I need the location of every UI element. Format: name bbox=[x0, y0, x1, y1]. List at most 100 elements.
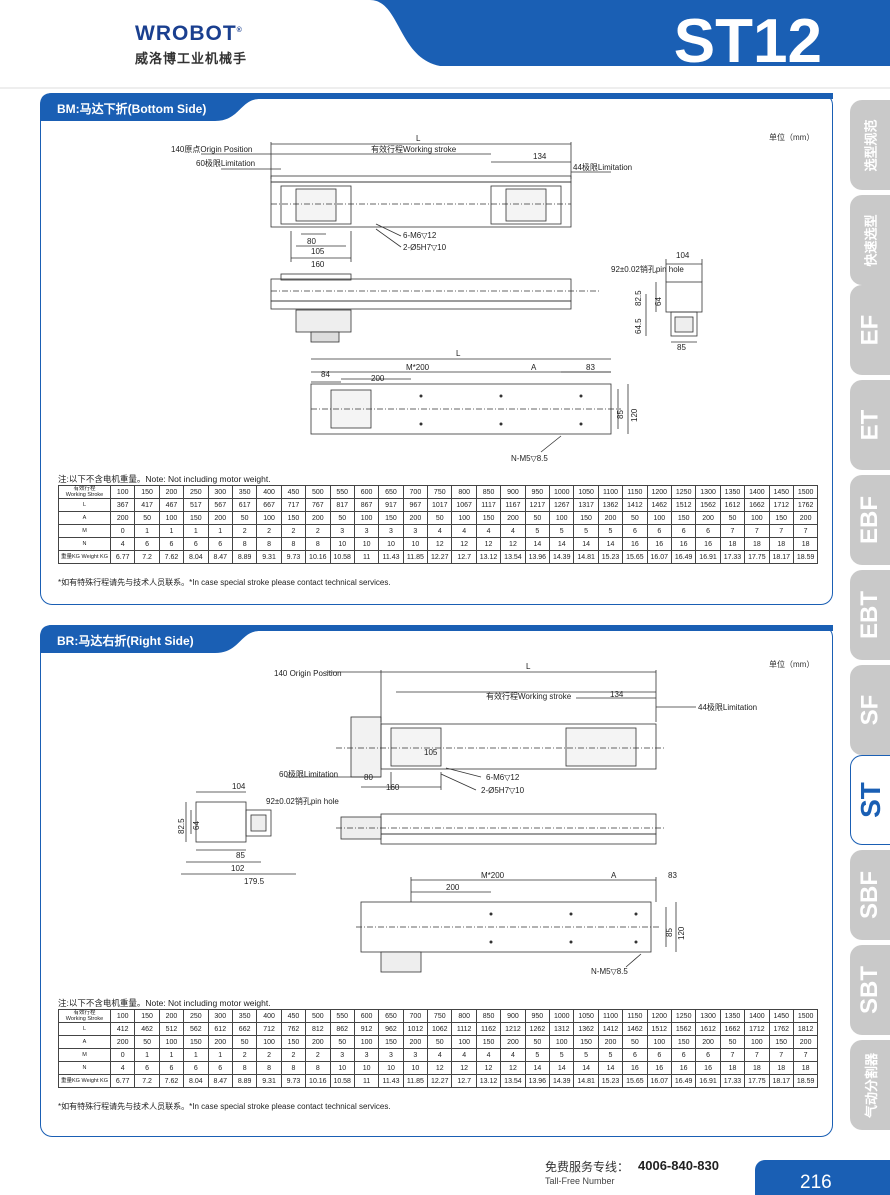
tab-ebt[interactable]: EBT bbox=[850, 570, 890, 660]
tab-quick-selection[interactable]: 快速选型 bbox=[850, 195, 890, 285]
table-cell: 950 bbox=[524, 1009, 551, 1023]
table-cell: 367 bbox=[109, 498, 136, 512]
panel-title: BR:马达右折(Right Side) bbox=[57, 634, 194, 648]
table-cell: 100 bbox=[646, 1035, 672, 1049]
brand-mark: W bbox=[135, 22, 156, 45]
table-cell: 1 bbox=[134, 524, 160, 538]
table-row-label: N bbox=[58, 1061, 111, 1075]
table-cell: 18.59 bbox=[792, 550, 819, 564]
table-cell: 8.47 bbox=[207, 550, 233, 564]
panel-title: BM:马达下折(Bottom Side) bbox=[57, 102, 207, 116]
table-cell: 1400 bbox=[744, 1009, 770, 1023]
table-cell: 1262 bbox=[524, 1022, 551, 1036]
dim-64: 64 bbox=[654, 297, 663, 306]
table-cell: 650 bbox=[378, 1009, 404, 1023]
tab-sf[interactable]: SF bbox=[850, 665, 890, 755]
table-cell: 1712 bbox=[744, 1022, 770, 1036]
tab-label: 气动分割器 bbox=[863, 1052, 879, 1118]
table-cell: 2 bbox=[256, 1048, 282, 1062]
table-cell: 18.17 bbox=[768, 1074, 794, 1088]
dim-83: 83 bbox=[668, 871, 677, 880]
table-cell: 6 bbox=[622, 524, 648, 538]
tab-st[interactable]: ST bbox=[850, 755, 890, 845]
table-cell: 50 bbox=[524, 1035, 551, 1049]
table-cell: 18 bbox=[768, 537, 794, 551]
dim-179-5: 179.5 bbox=[244, 877, 265, 886]
tab-ebf[interactable]: EBF bbox=[850, 475, 890, 565]
table-cell: 16 bbox=[695, 537, 721, 551]
dim-m6: 6-M6▽12 bbox=[403, 231, 437, 240]
dim-pin: 2-Ø5H7▽10 bbox=[481, 786, 525, 795]
table-cell: 4 bbox=[500, 1048, 526, 1062]
table-cell: 1217 bbox=[524, 498, 551, 512]
table-cell: 7 bbox=[719, 524, 746, 538]
table-cell: 150 bbox=[378, 511, 404, 525]
table-cell: 1512 bbox=[670, 498, 697, 512]
table-cell: 1050 bbox=[573, 485, 599, 499]
table-cell: 10 bbox=[378, 1061, 404, 1075]
table-cell: 14 bbox=[549, 537, 575, 551]
table-cell: 7.62 bbox=[158, 550, 185, 564]
table-cell: 6 bbox=[158, 1061, 185, 1075]
table-cell: 8 bbox=[280, 1061, 307, 1075]
table-cell: 6 bbox=[183, 1061, 209, 1075]
table-cell: 4 bbox=[451, 1048, 477, 1062]
table-cell: 1762 bbox=[792, 498, 819, 512]
table-cell: 12 bbox=[475, 537, 502, 551]
table-cell: 16 bbox=[646, 1061, 672, 1075]
dim-82-5: 82.5 bbox=[634, 290, 643, 306]
unit-label: 单位（mm） bbox=[769, 660, 815, 669]
table-cell: 962 bbox=[378, 1022, 404, 1036]
table-cell: 13.54 bbox=[500, 1074, 526, 1088]
table-cell: 200 bbox=[597, 1035, 624, 1049]
table-cell: 7 bbox=[792, 524, 819, 538]
table-cell: 50 bbox=[134, 1035, 160, 1049]
table-cell: 700 bbox=[402, 1009, 429, 1023]
table-cell: 400 bbox=[256, 485, 282, 499]
table-cell: 1100 bbox=[597, 485, 624, 499]
table-cell: 50 bbox=[622, 1035, 648, 1049]
table-cell: 10.16 bbox=[305, 1074, 331, 1088]
page-number: 216 bbox=[800, 1172, 832, 1193]
table-cell: 12.27 bbox=[427, 550, 453, 564]
table-cell: 13.96 bbox=[524, 1074, 551, 1088]
tab-pneumatic-indexer[interactable]: 气动分割器 bbox=[850, 1040, 890, 1130]
table-cell: 600 bbox=[353, 1009, 380, 1023]
tab-sbf[interactable]: SBF bbox=[850, 850, 890, 940]
table-cell: 1450 bbox=[768, 485, 794, 499]
table-cell: 17.75 bbox=[744, 1074, 770, 1088]
table-cell: 12 bbox=[500, 537, 526, 551]
tab-et[interactable]: ET bbox=[850, 380, 890, 470]
tab-sbt[interactable]: SBT bbox=[850, 945, 890, 1035]
dim-limit44: 44极限Limitation bbox=[573, 162, 632, 172]
tab-ef[interactable]: EF bbox=[850, 285, 890, 375]
table-cell: 200 bbox=[109, 511, 136, 525]
table-cell: 14 bbox=[549, 1061, 575, 1075]
table-cell: 467 bbox=[158, 498, 185, 512]
table-cell: 912 bbox=[353, 1022, 380, 1036]
table-cell: 3 bbox=[353, 524, 380, 538]
table-cell: 500 bbox=[305, 1009, 331, 1023]
table-cell: 1400 bbox=[744, 485, 770, 499]
tab-label: 快速选型 bbox=[863, 213, 879, 267]
table-cell: 200 bbox=[500, 1035, 526, 1049]
table-cell: 5 bbox=[597, 524, 624, 538]
footer-phone: 4006-840-830 bbox=[638, 1158, 719, 1173]
table-cell: 10 bbox=[353, 1061, 380, 1075]
table-cell: 1 bbox=[158, 1048, 185, 1062]
table-cell: 967 bbox=[402, 498, 429, 512]
table-cell: 1662 bbox=[719, 1022, 746, 1036]
dim-105: 105 bbox=[311, 247, 325, 256]
table-cell: 12 bbox=[475, 1061, 502, 1075]
table-cell: 1 bbox=[207, 1048, 233, 1062]
tab-selection-spec[interactable]: 选型规范 bbox=[850, 100, 890, 190]
table-cell: 16 bbox=[646, 537, 672, 551]
table-cell: 7.2 bbox=[134, 1074, 160, 1088]
table-cell: 16 bbox=[622, 537, 648, 551]
table-cell: 8 bbox=[256, 537, 282, 551]
table-row-label: M bbox=[58, 524, 111, 538]
